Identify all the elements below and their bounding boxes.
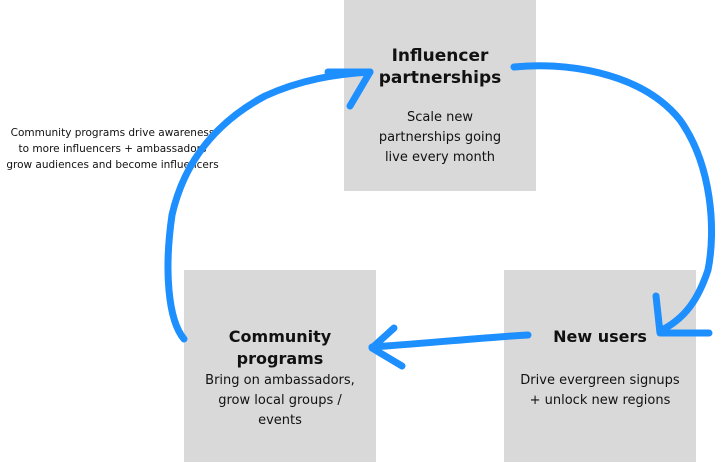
influencer-partnerships-description: Scale new partnerships going live every … (344, 108, 536, 168)
arrow-head-community (368, 324, 406, 370)
influencer-partnerships-title: Influencer partnerships (378, 46, 502, 88)
annotation-line-3: grow audiences and become influencers (6, 159, 219, 171)
influencer-partnerships-node: Influencer partnerships Scale new partne… (344, 0, 536, 191)
new-users-description-text: Drive evergreen signups + unlock new reg… (520, 373, 680, 408)
community-programs-node: Community programs Bring on ambassadors,… (184, 270, 376, 462)
new-users-node: New users Drive evergreen signups + unlo… (504, 270, 696, 462)
new-users-title: New users (553, 327, 647, 346)
annotation-line-1: Community programs drive awareness (10, 127, 215, 139)
cycle-annotation: Community programs drive awareness to mo… (0, 125, 225, 173)
annotation-line-2: to more influencers + ambassadors (18, 143, 207, 155)
community-programs-description-text: Bring on ambassadors, grow local groups … (205, 373, 355, 428)
influencer-partnerships-description-text: Scale new partnerships going live every … (378, 110, 502, 165)
new-users-description: Drive evergreen signups + unlock new reg… (504, 371, 696, 411)
community-programs-title: Community programs (228, 327, 332, 368)
community-programs-description: Bring on ambassadors, grow local groups … (184, 371, 376, 431)
